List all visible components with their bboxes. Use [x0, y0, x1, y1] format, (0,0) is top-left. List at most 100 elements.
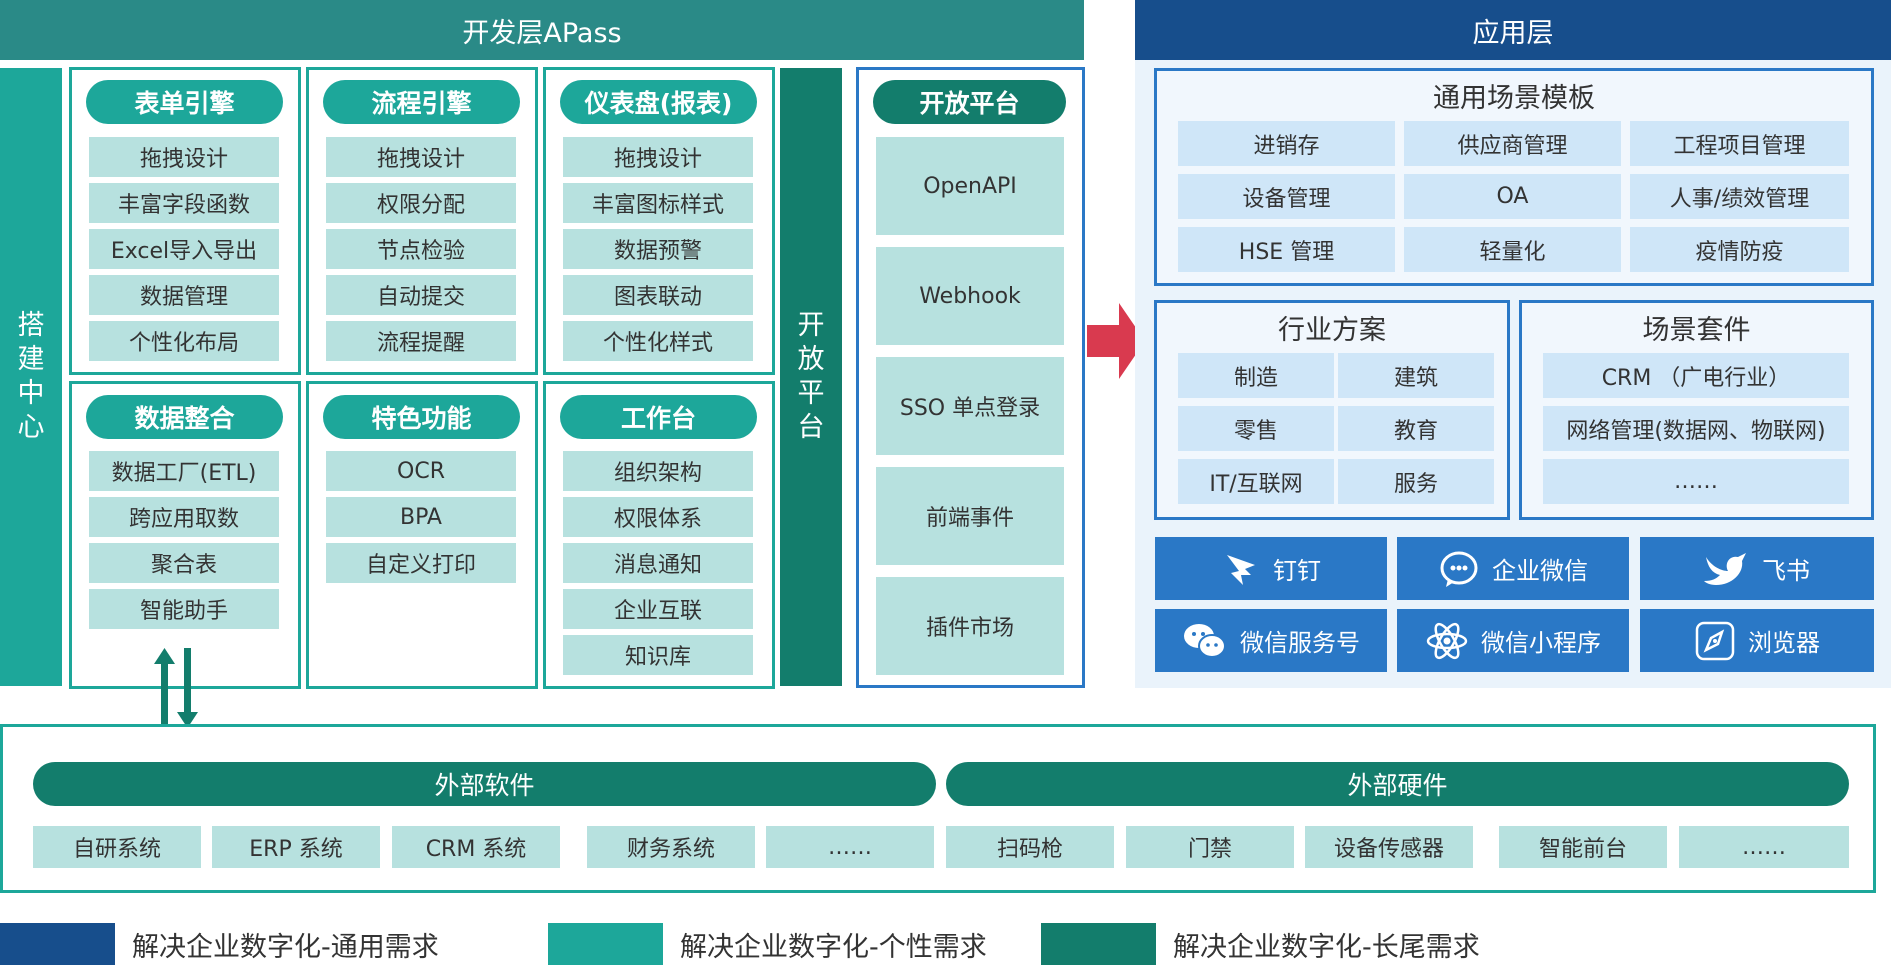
workbench-title: 工作台	[560, 395, 757, 439]
app-item: OA	[1404, 174, 1621, 219]
app-item: 人事/绩效管理	[1630, 174, 1849, 219]
channel-label: 飞书	[1762, 557, 1810, 585]
module-item: 知识库	[563, 635, 753, 675]
build-center-char: 中	[17, 378, 45, 409]
channel-label: 微信小程序	[1481, 629, 1601, 657]
app-item: 疫情防疫	[1630, 227, 1849, 272]
module-item: 图表联动	[563, 275, 753, 315]
app-item: CRM （广电行业）	[1543, 353, 1849, 398]
dingtalk-icon	[1227, 554, 1255, 585]
module-item: 流程提醒	[326, 321, 516, 361]
external-software-title: 外部软件	[33, 762, 936, 806]
channel-dingtalk: 钉钉	[1155, 537, 1387, 600]
module-item: 消息通知	[563, 543, 753, 583]
open-platform-item: 插件市场	[876, 577, 1064, 675]
external-hardware-title: 外部硬件	[946, 762, 1849, 806]
module-item: 数据工厂(ETL)	[89, 451, 279, 491]
app-item: 网络管理(数据网、物联网)	[1543, 406, 1849, 451]
module-item: 自定义打印	[326, 543, 516, 583]
channel-miniprogram: 微信小程序	[1397, 609, 1629, 672]
external-item: 设备传感器	[1305, 826, 1473, 868]
data-integration-title: 数据整合	[86, 395, 283, 439]
channel-label: 企业微信	[1492, 557, 1588, 585]
module-item: 权限体系	[563, 497, 753, 537]
dev-layer-header: 开发层APass	[0, 0, 1084, 60]
open-platform-char: 台	[797, 412, 825, 443]
external-item: 扫码枪	[946, 826, 1114, 868]
wecom-icon	[1440, 551, 1478, 587]
feishu-icon	[1704, 552, 1746, 585]
open-platform-char: 放	[797, 344, 825, 375]
app-item: 制造	[1178, 353, 1334, 398]
module-item: 跨应用取数	[89, 497, 279, 537]
app-item: IT/互联网	[1178, 459, 1334, 504]
external-item: 智能前台	[1499, 826, 1667, 868]
wechat-icon	[1184, 623, 1226, 658]
module-item: 拖拽设计	[89, 137, 279, 177]
build-center-bar: 搭 建 中 心	[0, 68, 62, 686]
module-item: 聚合表	[89, 543, 279, 583]
module-item: 自动提交	[326, 275, 516, 315]
external-item: ……	[1679, 826, 1849, 868]
external-item: 门禁	[1126, 826, 1294, 868]
legend-swatch-general	[0, 923, 115, 965]
flow-engine-title: 流程引擎	[323, 80, 520, 124]
legend-label-general: 解决企业数字化-通用需求	[132, 932, 439, 963]
external-item: ……	[766, 826, 934, 868]
build-center-char: 建	[17, 344, 45, 375]
channel-label: 浏览器	[1748, 629, 1820, 657]
dashboard-title: 仪表盘(报表)	[560, 80, 757, 124]
app-item: 轻量化	[1404, 227, 1621, 272]
module-item: 个性化布局	[89, 321, 279, 361]
feature-title: 特色功能	[323, 395, 520, 439]
module-item: 拖拽设计	[563, 137, 753, 177]
app-item: 设备管理	[1178, 174, 1395, 219]
legend-swatch-custom	[548, 923, 663, 965]
external-item: 财务系统	[587, 826, 755, 868]
app-item: 零售	[1178, 406, 1334, 451]
build-center-char: 心	[17, 412, 45, 443]
app-item: 进销存	[1178, 121, 1395, 166]
legend-label-custom: 解决企业数字化-个性需求	[680, 932, 987, 963]
module-item: 丰富图标样式	[563, 183, 753, 223]
open-platform-item: Webhook	[876, 247, 1064, 345]
module-item: 智能助手	[89, 589, 279, 629]
app-item: 建筑	[1338, 353, 1494, 398]
module-item: 数据预警	[563, 229, 753, 269]
open-platform-item: OpenAPI	[876, 137, 1064, 235]
app-layer-header: 应用层	[1135, 0, 1891, 60]
industry-solution-title: 行业方案	[1278, 314, 1386, 346]
legend-label-longtail: 解决企业数字化-长尾需求	[1173, 932, 1480, 963]
module-item: 拖拽设计	[326, 137, 516, 177]
channel-label: 微信服务号	[1240, 629, 1360, 657]
app-item: 教育	[1338, 406, 1494, 451]
module-item: 数据管理	[89, 275, 279, 315]
open-platform-bar: 开 放 平 台	[780, 68, 842, 686]
build-center-char: 搭	[17, 310, 45, 341]
open-platform-title: 开放平台	[873, 80, 1066, 124]
external-item: CRM 系统	[392, 826, 560, 868]
channel-wecom: 企业微信	[1397, 537, 1629, 600]
channel-label: 钉钉	[1273, 557, 1321, 585]
miniprogram-icon	[1426, 622, 1468, 659]
app-item: HSE 管理	[1178, 227, 1395, 272]
module-item: 节点检验	[326, 229, 516, 269]
module-item: 丰富字段函数	[89, 183, 279, 223]
open-platform-item: 前端事件	[876, 467, 1064, 565]
module-item: 企业互联	[563, 589, 753, 629]
module-item: 权限分配	[326, 183, 516, 223]
external-item: 自研系统	[33, 826, 201, 868]
open-platform-item: SSO 单点登录	[876, 357, 1064, 455]
app-item: 服务	[1338, 459, 1494, 504]
general-template-title: 通用场景模板	[1433, 82, 1595, 114]
form-engine-title: 表单引擎	[86, 80, 283, 124]
channel-wechat-service: 微信服务号	[1155, 609, 1387, 672]
module-item: 个性化样式	[563, 321, 753, 361]
module-item: OCR	[326, 451, 516, 491]
scene-suite-title: 场景套件	[1642, 314, 1751, 346]
open-platform-char: 平	[797, 378, 825, 409]
browser-icon	[1695, 621, 1735, 660]
app-item: 工程项目管理	[1630, 121, 1849, 166]
channel-browser: 浏览器	[1640, 609, 1874, 672]
app-item: ……	[1543, 459, 1849, 504]
